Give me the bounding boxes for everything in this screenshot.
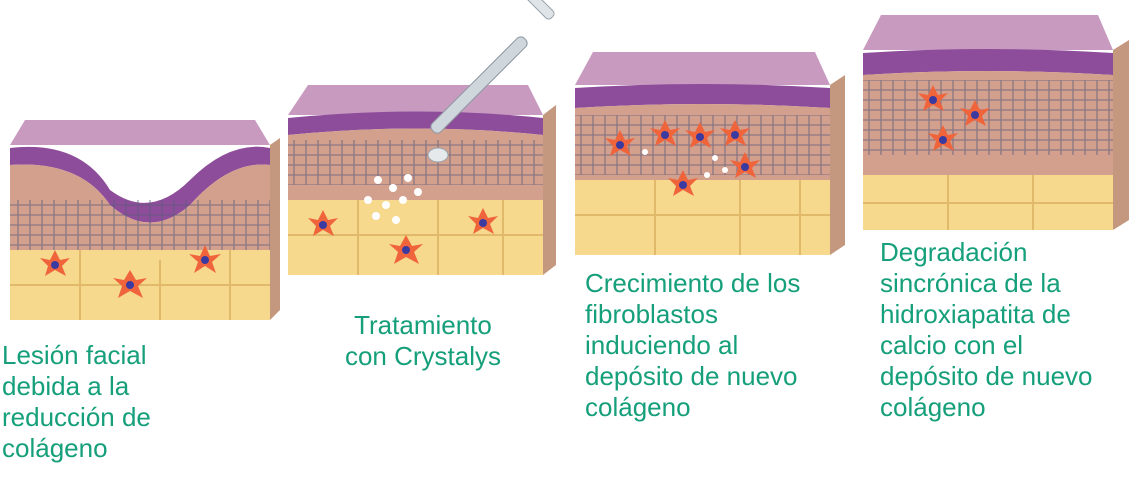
- skin-block-stage-4: [863, 15, 1129, 230]
- microsphere-icon: [642, 149, 728, 178]
- skin-block-stage-3: [575, 52, 845, 255]
- caption-stage-1: Lesión facial debida a la reducción de c…: [2, 340, 151, 463]
- microsphere-icon: [364, 174, 422, 224]
- caption-stage-2: Tratamiento con Crystalys: [344, 310, 502, 371]
- caption-stage-4: Degradación sincrónica de la hidroxiapat…: [880, 237, 1093, 422]
- fibroblast-icon: [389, 235, 423, 264]
- skin-block-stage-2: [288, 0, 556, 275]
- fibroblast-icon: [308, 210, 338, 236]
- skin-block-stage-1: [10, 120, 280, 320]
- fibroblast-icon: [113, 270, 147, 298]
- fibroblast-icon: [40, 250, 70, 276]
- fibroblast-icon: [189, 245, 221, 273]
- caption-stage-3: Crecimiento de los fibroblastos inducien…: [585, 268, 801, 422]
- fibroblast-icon: [468, 208, 498, 234]
- syringe-icon: [427, 0, 555, 163]
